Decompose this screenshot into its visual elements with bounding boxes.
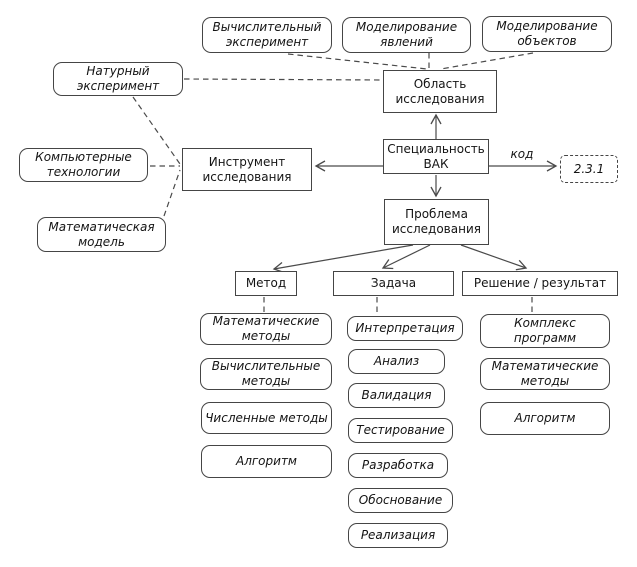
solution-item-program-complex: Комплекс программ xyxy=(480,314,610,348)
node-computational-experiment: Вычислительный эксперимент xyxy=(202,17,332,53)
node-objects-modeling: Моделирование объектов xyxy=(482,16,612,52)
code-edge-label: код xyxy=(510,147,534,161)
task-item-interpretation: Интерпретация xyxy=(347,316,463,341)
node-vak-specialty: Специальность ВАК xyxy=(383,139,489,174)
arrow-problem-to-solution xyxy=(460,244,528,271)
edge-natural-experiment-to-research-area xyxy=(183,78,383,81)
node-natural-experiment: Натурный эксперимент xyxy=(53,62,183,96)
method-item-mathematical-methods: Математические методы xyxy=(200,313,332,345)
task-item-justification: Обоснование xyxy=(348,488,453,513)
node-task: Задача xyxy=(333,271,454,296)
node-solution-result: Решение / результат xyxy=(462,271,618,296)
method-item-computational-methods: Вычислительные методы xyxy=(200,358,332,390)
node-research-problem: Проблема исследования xyxy=(384,199,489,245)
task-item-implementation: Реализация xyxy=(348,523,448,548)
task-item-testing: Тестирование xyxy=(348,418,453,443)
node-research-instrument: Инструмент исследования xyxy=(182,148,312,191)
solution-item-mathematical-methods: Математические методы xyxy=(480,358,610,390)
node-mathematical-model: Математическая модель xyxy=(37,217,166,252)
node-specialty-code: 2.3.1 xyxy=(560,155,618,183)
node-research-area: Область исследования xyxy=(383,70,497,113)
solution-item-algorithm: Алгоритм xyxy=(480,402,610,435)
node-computer-technologies: Компьютерные технологии xyxy=(19,148,148,182)
edge-mathematical-model-to-research-instrument xyxy=(163,169,181,217)
arrow-problem-to-task xyxy=(381,244,431,270)
arrow-problem-to-method xyxy=(272,244,414,274)
method-item-algorithm: Алгоритм xyxy=(201,445,332,478)
node-phenomena-modeling: Моделирование явлений xyxy=(342,17,471,53)
task-item-analysis: Анализ xyxy=(348,349,445,374)
edge-objects-modeling-to-research-area xyxy=(440,52,534,70)
task-item-development: Разработка xyxy=(348,453,448,478)
edge-computational-experiment-to-research-area xyxy=(287,53,428,70)
edge-natural-experiment-to-research-instrument xyxy=(132,96,181,165)
task-item-validation: Валидация xyxy=(348,383,445,408)
method-item-numerical-methods: Численные методы xyxy=(201,402,332,434)
node-method: Метод xyxy=(235,271,297,296)
